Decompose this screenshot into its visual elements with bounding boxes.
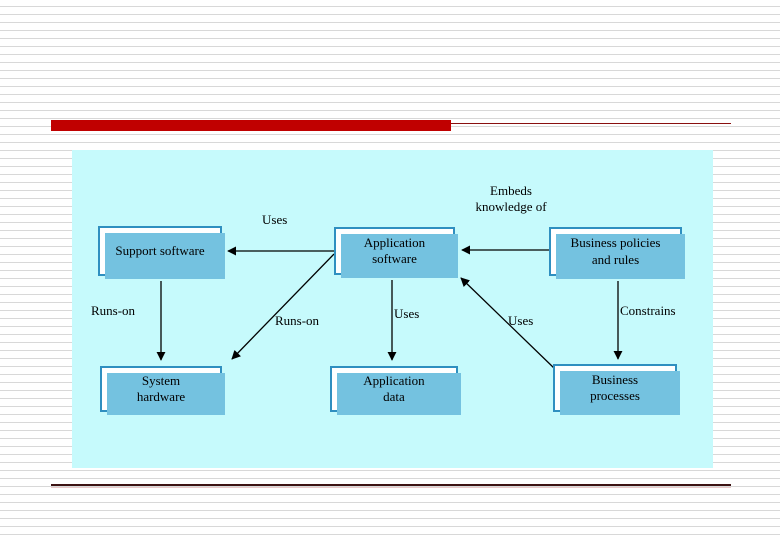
edge-label-embeds-knowledge: Embeds knowledge of	[451, 183, 571, 214]
node-label: Application data	[359, 373, 428, 406]
node-shadow	[560, 371, 680, 415]
node-system-hardware[interactable]: System hardware	[100, 366, 225, 415]
edge-label-line2: knowledge of	[475, 198, 547, 214]
footer-rule	[51, 484, 731, 486]
node-shadow	[105, 233, 225, 279]
edge-label-constrains: Constrains	[620, 303, 676, 318]
node-business-policies[interactable]: Business policies and rules	[549, 227, 685, 279]
header-accent-bar	[51, 120, 451, 131]
node-business-processes[interactable]: Business processes	[553, 364, 680, 415]
connector-layer	[156, 245, 623, 370]
node-application-software[interactable]: Application software	[334, 227, 458, 278]
node-shadow	[341, 234, 458, 278]
edge-label-uses-support: Uses	[262, 212, 288, 227]
node-label-line1: Business	[591, 371, 639, 387]
edge-runs-on-diagonal	[231, 253, 335, 360]
edge-label-runs-on-diagonal: Runs-on	[275, 313, 320, 328]
node-label-line1: Application	[363, 234, 426, 250]
node-support-software[interactable]: Support software	[98, 226, 225, 279]
node-label-line2: software	[372, 251, 417, 266]
node-label-line2: hardware	[136, 389, 186, 404]
node-label: Business policies and rules	[567, 235, 665, 268]
node-label-line2: data	[383, 389, 405, 404]
node-label-line1: Business policies	[570, 235, 661, 251]
node-label: Business processes	[586, 372, 644, 405]
diagram-panel: Support software Application software Bu…	[72, 150, 713, 468]
node-shadow	[556, 234, 685, 279]
node-label-line2: processes	[590, 388, 640, 403]
node-label: Support software	[115, 242, 205, 258]
node-label-line1: Application	[363, 372, 425, 388]
node-label: Application software	[360, 235, 429, 268]
edge-label-uses-processes: Uses	[508, 313, 534, 328]
node-label-line2: and rules	[591, 251, 640, 267]
node-shadow	[107, 373, 225, 415]
node-label-line1: System	[141, 372, 181, 388]
node-application-data[interactable]: Application data	[330, 366, 461, 415]
node-label: System hardware	[133, 373, 189, 406]
edge-label-line1: Embeds	[490, 183, 532, 198]
edge-label-uses-appdata: Uses	[394, 306, 420, 321]
edge-label-runs-on-support: Runs-on	[91, 303, 136, 318]
footer-rule-soft	[51, 487, 731, 488]
node-shadow	[337, 373, 461, 415]
